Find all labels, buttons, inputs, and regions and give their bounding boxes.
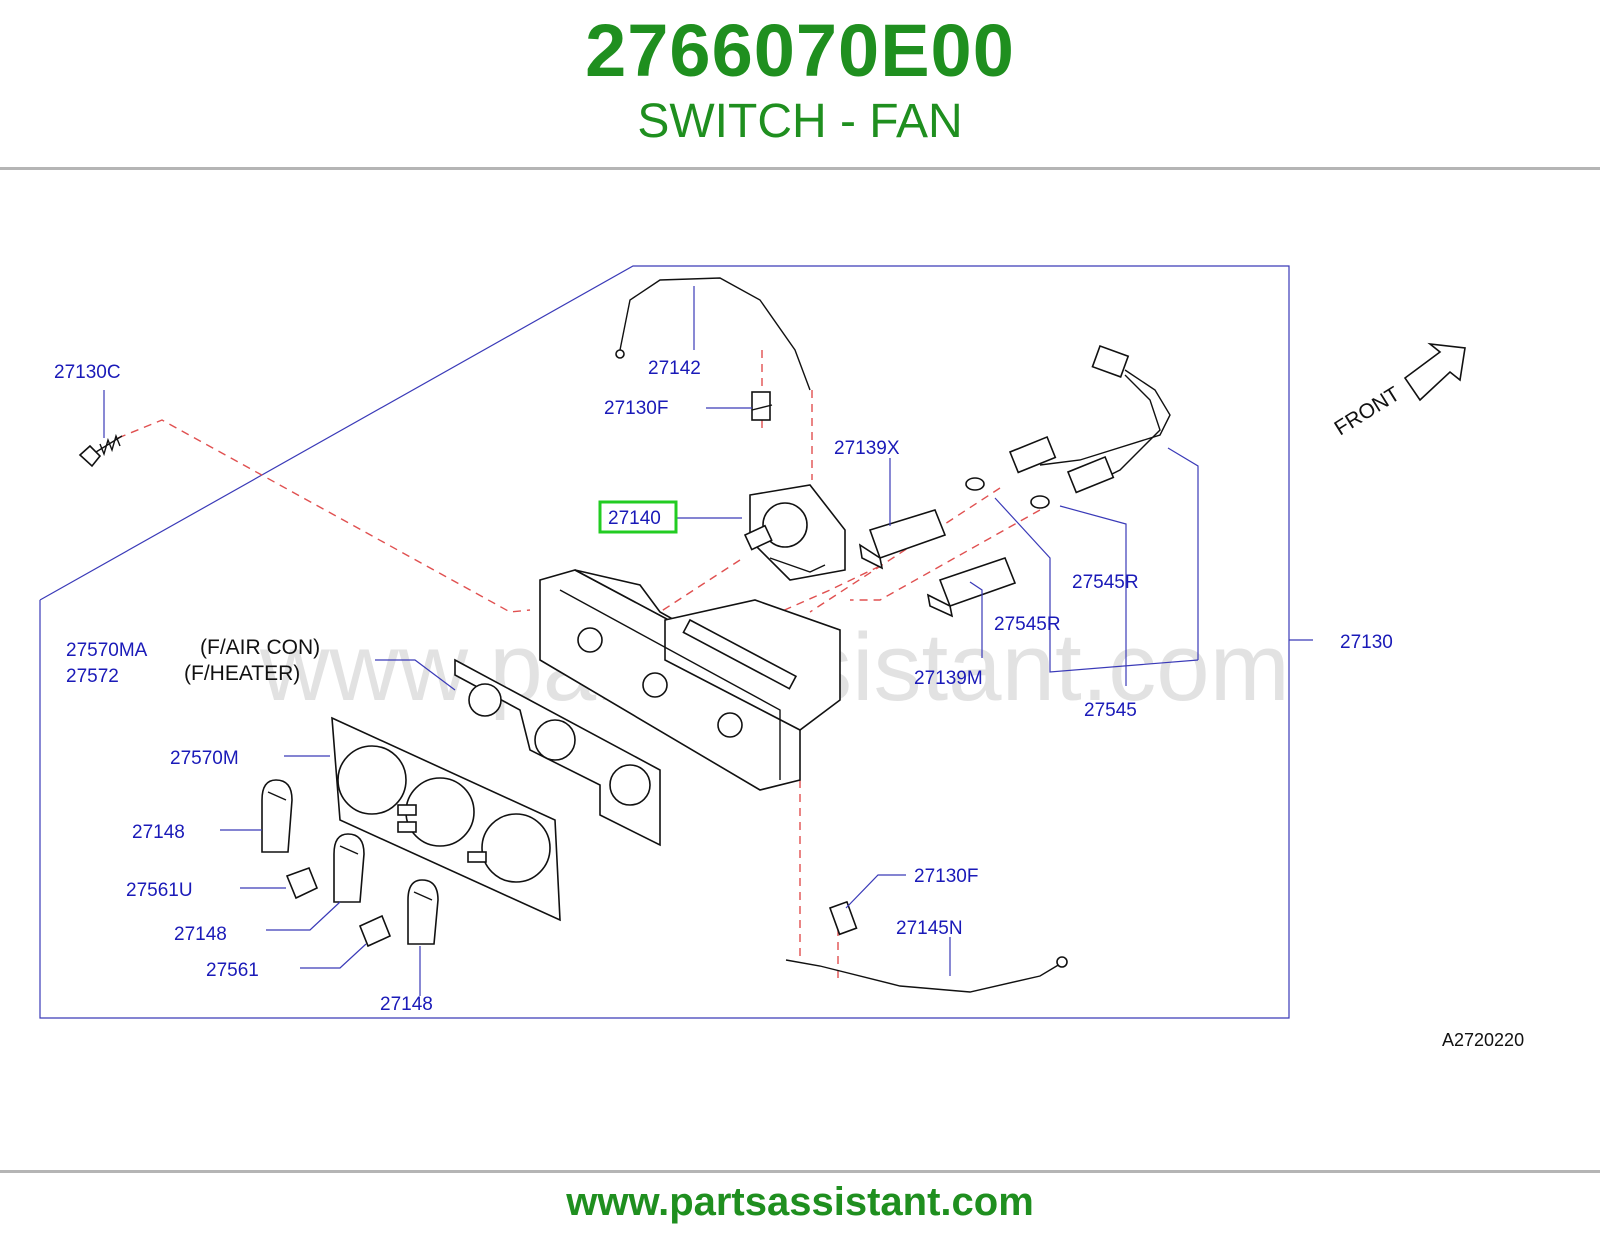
knob-insert-27561 [358, 914, 392, 948]
label-27561U[interactable]: 27561U [126, 880, 193, 901]
leader-lines [103, 286, 1313, 996]
knob-27148-b [333, 833, 365, 903]
label-27572[interactable]: 27572 [66, 666, 119, 687]
note-heater: (F/HEATER) [184, 662, 300, 685]
gasket-panel [454, 658, 661, 847]
part-name: SWITCH - FAN [637, 95, 963, 148]
label-27142[interactable]: 27142 [648, 358, 701, 379]
label-27561[interactable]: 27561 [206, 960, 259, 981]
label-27139X[interactable]: 27139X [834, 438, 900, 459]
cable-27142 [615, 277, 811, 391]
diagram-code: A2720220 [1442, 1030, 1524, 1050]
highlight-box-27140 [598, 500, 678, 534]
label-27130[interactable]: 27130 [1340, 632, 1393, 653]
label-27130C[interactable]: 27130C [54, 362, 121, 383]
clip-27130F-bottom [828, 900, 858, 936]
bezel-27570M [331, 716, 561, 922]
label-27130F-top[interactable]: 27130F [604, 398, 668, 419]
page-header: 2766070E00 SWITCH - FAN [0, 0, 1600, 168]
front-label: FRONT [1330, 382, 1404, 440]
label-27148-a[interactable]: 27148 [132, 822, 185, 843]
footer-url[interactable]: www.partsassistant.com [566, 1180, 1034, 1224]
assembly-frame [39, 265, 1290, 1019]
footer-divider [0, 1170, 1600, 1173]
label-27148-c[interactable]: 27148 [380, 994, 433, 1015]
note-air-con: (F/AIR CON) [200, 636, 320, 659]
knob-27148-c [407, 879, 439, 945]
screw-27130C [78, 433, 123, 468]
relay-27139X [858, 509, 947, 570]
label-27570MA[interactable]: 27570MA [66, 640, 148, 661]
label-27139M[interactable]: 27139M [914, 668, 983, 689]
header-divider [0, 167, 1600, 170]
label-27140[interactable]: 27140 [608, 508, 661, 529]
label-27545[interactable]: 27545 [1084, 700, 1137, 721]
cable-27145N [785, 956, 1068, 993]
label-27145N[interactable]: 27145N [896, 918, 963, 939]
front-arrow [1403, 342, 1466, 402]
knob-insert-27561U [285, 866, 319, 900]
label-27545R-b[interactable]: 27545R [994, 614, 1061, 635]
label-27545R-a[interactable]: 27545R [1072, 572, 1139, 593]
parts-diagram: www.partsassistant.com [39, 265, 1524, 1050]
label-27130F-bottom[interactable]: 27130F [914, 866, 978, 887]
harness-27545 [965, 344, 1171, 509]
label-27148-b[interactable]: 27148 [174, 924, 227, 945]
control-body [539, 569, 841, 791]
clip-27130F-top [751, 391, 773, 421]
knob-27148-a [261, 779, 293, 853]
part-number: 2766070E00 [585, 9, 1015, 92]
fan-switch-part [743, 484, 846, 581]
label-27570M[interactable]: 27570M [170, 748, 239, 769]
relay-27139M [926, 556, 1017, 618]
